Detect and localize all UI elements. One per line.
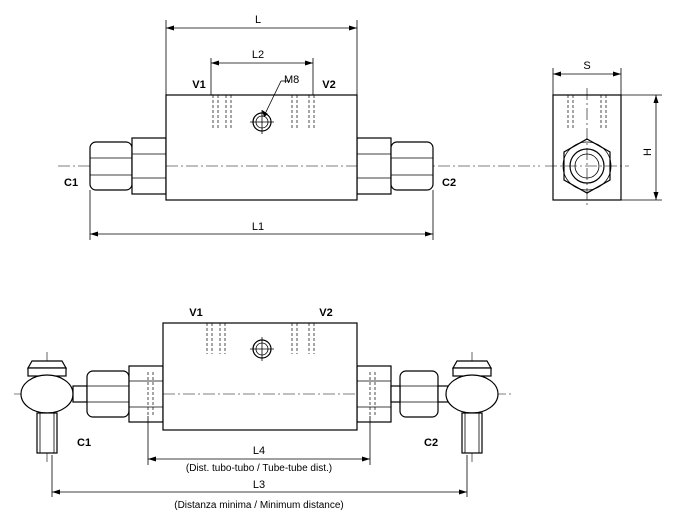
side-hex: [563, 138, 611, 194]
bottom-left-hex: [128, 365, 164, 423]
valve-body: [165, 94, 358, 201]
right-banjo-cap: [451, 360, 493, 369]
dim-L3-label: L3: [253, 479, 265, 491]
bottom-c1-label: C1: [77, 437, 91, 449]
bottom-right-hex: [356, 365, 392, 423]
v2-label: V2: [322, 79, 335, 91]
bottom-valve-body: [162, 322, 358, 431]
left-banjo-eye: [20, 374, 74, 414]
bottom-v1-label: V1: [189, 307, 202, 319]
dim-H-label: H: [642, 148, 654, 156]
dim-L3-note: (Distanza minima / Minimum distance): [174, 500, 344, 511]
side-view: S H: [545, 60, 662, 208]
dim-S-label: S: [583, 60, 590, 72]
top-front-view: L L2 M8 V1 V2 C1 C2 L1: [58, 14, 540, 240]
bottom-right-nut: [399, 370, 439, 418]
dim-L-label: L: [255, 14, 261, 26]
right-hex: [356, 137, 392, 195]
bottom-assembly-view: V1 V2 C1 C2 L4 (Dist. tubo-tubo / Tube-t…: [14, 307, 512, 511]
bottom-left-nut: [86, 370, 130, 418]
m8-label: M8: [284, 74, 299, 86]
bottom-c2-label: C2: [424, 437, 438, 449]
dim-L1-label: L1: [252, 221, 264, 233]
dim-L4-note: (Dist. tubo-tubo / Tube-tube dist.): [186, 463, 332, 474]
v1-label: V1: [192, 79, 205, 91]
c2-label: C2: [442, 177, 456, 189]
bottom-v2-label: V2: [319, 307, 332, 319]
right-nut: [390, 141, 434, 191]
dim-L2-label: L2: [252, 49, 264, 61]
c1-label: C1: [64, 177, 78, 189]
left-nut: [89, 141, 133, 191]
right-banjo-eye: [445, 374, 499, 414]
left-banjo-cap: [26, 360, 68, 369]
left-hex: [131, 137, 167, 195]
dim-L4-label: L4: [253, 445, 265, 457]
